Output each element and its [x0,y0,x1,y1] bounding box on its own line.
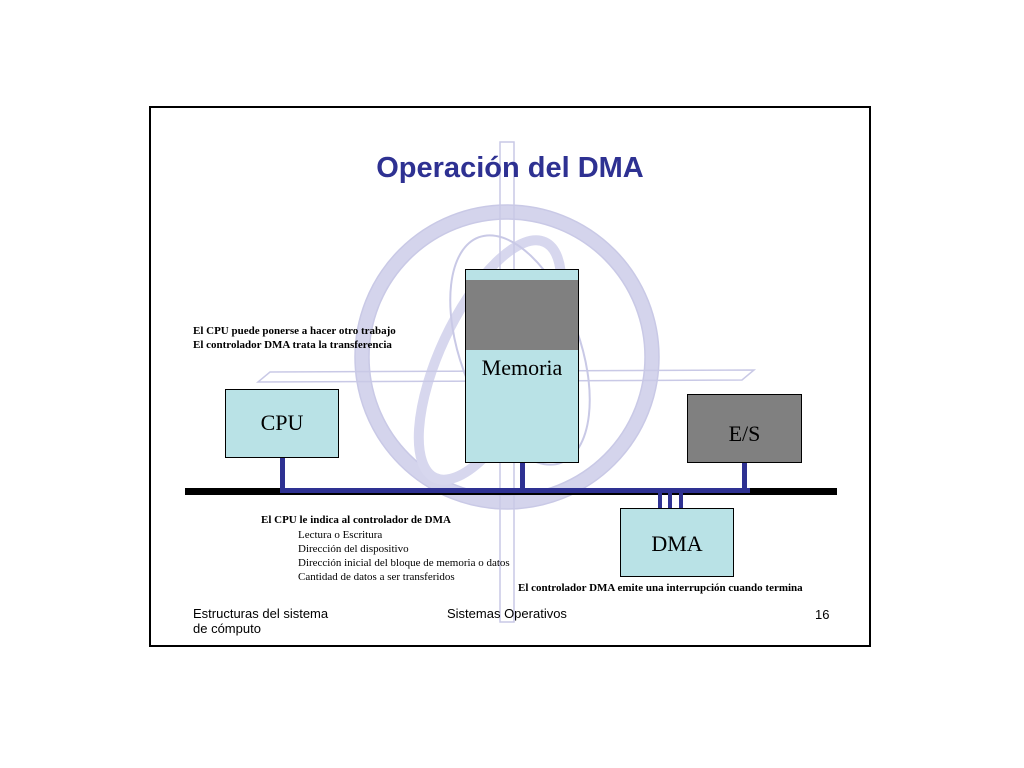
slide-title: Operación del DMA [376,152,644,184]
cpu-free-note-line-1: El CPU puede ponerse a hacer otro trabaj… [193,325,396,337]
memoria-gray-block [466,280,578,350]
dma-label: DMA [651,531,703,556]
cpu-free-note-line-2: El controlador DMA trata la transferenci… [193,339,392,351]
cpu-label: CPU [260,410,304,435]
es-label: E/S [728,420,761,446]
blue-bus-run [280,488,750,493]
dma-param-item: Dirección inicial del bloque de memoria … [298,557,510,569]
memoria-bus-link [520,462,525,492]
es-box: E/S [687,394,802,463]
dma-bus-link-2 [668,488,672,510]
dma-param-item: Lectura o Escritura [298,529,383,541]
dma-box: DMA [620,508,734,577]
dma-bus-link-3 [679,488,683,510]
memoria-box: Memoria [465,269,579,463]
footer-center: Sistemas Operativos [447,606,567,621]
footer-left: Estructuras del sistema de cómputo [193,606,328,636]
cpu-bus-link [280,457,285,491]
footer-left-line-2: de cómputo [193,621,261,636]
footer-left-line-1: Estructuras del sistema [193,606,329,621]
dma-param-item: Dirección del dispositivo [298,543,409,555]
es-bus-link [742,462,747,492]
cpu-box: CPU [225,389,339,458]
bus-connectors [280,457,750,510]
cpu-tells-dma-note: El CPU le indica al controlador de DMA [261,514,451,526]
dma-bus-link-1 [658,488,662,510]
cpu-free-note: El CPU puede ponerse a hacer otro trabaj… [193,324,396,352]
interrupt-note: El controlador DMA emite una interrupció… [518,582,803,594]
dma-params-list: Lectura o Escritura Dirección del dispos… [298,528,510,584]
memoria-label: Memoria [481,355,563,380]
footer-page-number: 16 [815,607,830,622]
dma-param-item: Cantidad de datos a ser transferidos [298,571,455,583]
